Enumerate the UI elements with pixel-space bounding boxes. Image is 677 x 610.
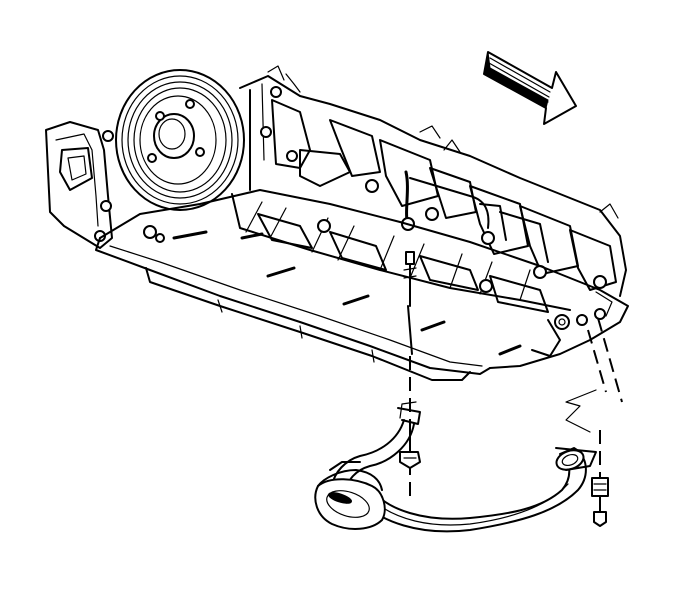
pickup-screen xyxy=(314,461,386,530)
engine-front-cover xyxy=(45,121,114,249)
crankshaft-pulley xyxy=(115,69,245,211)
pickup-mount-bolt xyxy=(591,430,609,527)
pickup-brace-nut xyxy=(399,431,421,469)
direction-arrow xyxy=(483,51,577,125)
pickup-mount-bolt-upper xyxy=(403,251,417,355)
engine-block xyxy=(239,65,627,297)
alignment-line-right xyxy=(565,317,623,433)
oil-pan xyxy=(95,189,629,381)
